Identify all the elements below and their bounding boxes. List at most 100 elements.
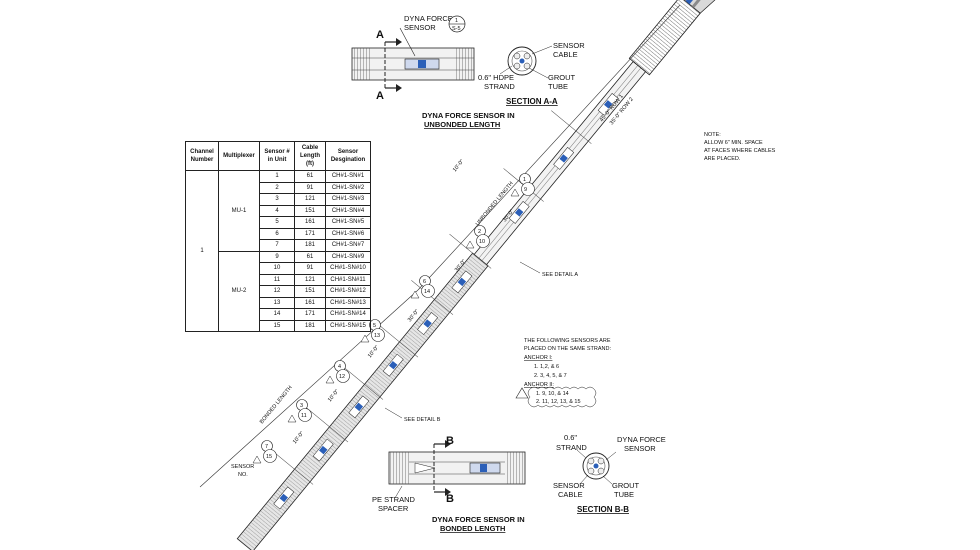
- sensor-number-a: 3: [300, 403, 303, 409]
- cable-length-cell: 151: [294, 204, 326, 217]
- sensor-unit-cell: 11: [259, 273, 295, 286]
- sensor-number-b: 14: [424, 289, 430, 295]
- revision-triangle-icon: [287, 414, 297, 423]
- sensor-callout-bottom: [298, 408, 312, 422]
- revision-cloud-icon: [527, 386, 597, 408]
- sensor-callout-bottom: [263, 449, 277, 463]
- designation-cell: CH#1-SN#1: [325, 170, 371, 183]
- designation-cell: CH#1-SN#11: [325, 273, 371, 286]
- detail-a-ribs-right: [456, 48, 474, 80]
- spacing-4: 10'-0": [367, 345, 381, 360]
- cable-length-cell: 161: [294, 216, 326, 229]
- section-b-sensor-label-2: SENSOR: [624, 444, 656, 453]
- sensor-unit-cell: 2: [259, 181, 295, 194]
- sensor-number-b: 15: [266, 454, 272, 460]
- section-b-strand-label-2: STRAND: [556, 443, 587, 452]
- sensor-callout: 19: [510, 173, 535, 197]
- designation-cell: CH#1-SN#4: [325, 204, 371, 217]
- sensor-unit-cell: 9: [259, 250, 295, 263]
- note-line-1: NOTE:: [704, 132, 721, 138]
- section-a-grout-label-1: GROUT: [548, 73, 576, 82]
- sensor-number-b: 10: [479, 239, 485, 245]
- revision-triangle-icon: [510, 188, 520, 197]
- detail-a-sensor-label-2: SENSOR: [404, 23, 436, 32]
- cable-length-cell: 171: [294, 308, 326, 321]
- section-a-grout-label-2: TUBE: [548, 82, 568, 91]
- channel-cell: 1: [185, 170, 219, 332]
- see-detail-b: SEE DETAIL B: [404, 417, 441, 423]
- revision-triangle-icon: [465, 240, 475, 249]
- strand-intro-1: THE FOLLOWING SENSORS ARE: [524, 338, 611, 344]
- detail-b-body: [388, 451, 526, 485]
- detail-b-title-2: BONDED LENGTH: [440, 524, 505, 533]
- cable-length-cell: 171: [294, 227, 326, 240]
- note-line-3: AT FACES WHERE CABLES: [704, 148, 776, 154]
- sensor-callout: 311: [287, 399, 312, 423]
- sensor-unit-cell: 10: [259, 262, 295, 275]
- sensor-unit-cell: 1: [259, 170, 295, 183]
- cable-length-cell: 61: [294, 170, 326, 183]
- section-a-a: SENSOR CABLE GROUT TUBE 0.6" HDPE STRAND…: [478, 41, 585, 106]
- section-b-grout-label-2: TUBE: [614, 490, 634, 499]
- anchor2-title: ANCHOR II:: [524, 382, 554, 388]
- section-b-title: SECTION B-B: [577, 505, 629, 514]
- detail-b: B B PE STRAND SPACER DYNA FORCE SENSOR I…: [372, 433, 666, 533]
- sensor-unit-cell: 15: [259, 319, 295, 332]
- cable-length-cell: 151: [294, 285, 326, 298]
- sensor-number-a: 1: [523, 177, 526, 183]
- spacing-7: 10'-0": [452, 159, 466, 174]
- designation-cell: CH#1-SN#15: [325, 319, 371, 332]
- spacer-label-2: SPACER: [378, 504, 409, 513]
- anchor1-item-1: 1. 1,2, & 6: [534, 364, 559, 370]
- sensor-callout-bottom: [421, 284, 435, 298]
- sensor-unit-cell: 12: [259, 285, 295, 298]
- section-a-sensor-label-2: CABLE: [553, 50, 578, 59]
- sensor-unit-cell: 14: [259, 308, 295, 321]
- sensor-table-wrap: Channel Number Multiplexer Sensor # in U…: [185, 141, 371, 332]
- anchor1-title: ANCHOR I:: [524, 355, 553, 361]
- sensor-number-b: 9: [524, 187, 527, 193]
- sensor-number-a: 6: [423, 279, 426, 285]
- section-b-grout-label-1: GROUT: [612, 481, 640, 490]
- header-designation: Sensor Desgination: [325, 141, 371, 171]
- cable-length-cell: 181: [294, 239, 326, 252]
- cable-length-cell: 181: [294, 319, 326, 332]
- cable-length-cell: 61: [294, 250, 326, 263]
- note-line-2: ALLOW 6" MIN. SPACE: [704, 140, 763, 146]
- sensor-number-b: 13: [374, 333, 380, 339]
- section-b-b: 0.6" STRAND DYNA FORCE SENSOR SENSOR CAB…: [553, 433, 666, 514]
- sensor-callout: 7 15: [252, 440, 277, 464]
- spacer-label-1: PE STRAND: [372, 495, 416, 504]
- sensor-number-a: 2: [478, 229, 481, 235]
- section-a-strand-label-2: STRAND: [484, 82, 515, 91]
- strand-note: THE FOLLOWING SENSORS ARE PLACED ON THE …: [515, 338, 611, 408]
- section-symbol-top: 1: [455, 18, 458, 24]
- detail-a-title-1: DYNA FORCE SENSOR IN: [422, 111, 515, 120]
- strand-intro-2: PLACED ON THE SAME STRAND:: [524, 346, 611, 352]
- sensor-no-label-1: SENSOR: [231, 464, 254, 470]
- sensor-table: Channel Number Multiplexer Sensor # in U…: [185, 141, 371, 332]
- sensor-number-a: 4: [338, 364, 341, 370]
- sensor-callout-bottom: [336, 369, 350, 383]
- sensor-callout-bottom: [476, 234, 490, 248]
- spacing-5: 10'-0": [327, 389, 341, 404]
- table-header-row: Channel Number Multiplexer Sensor # in U…: [185, 141, 371, 171]
- designation-cell: CH#1-SN#7: [325, 239, 371, 252]
- section-b-sensor-label-1: DYNA FORCE: [617, 435, 666, 444]
- designation-cell: CH#1-SN#5: [325, 216, 371, 229]
- sensor-number-a: 7: [265, 444, 268, 450]
- header-channel: Channel Number: [185, 141, 219, 171]
- sensor-unit-cell: 13: [259, 296, 295, 309]
- note-block: NOTE: ALLOW 6" MIN. SPACE AT FACES WHERE…: [704, 132, 776, 162]
- multiplexer-cell: MU-2: [218, 250, 260, 332]
- anchor2-item-2: 2. 11, 12, 13, & 15: [536, 399, 581, 405]
